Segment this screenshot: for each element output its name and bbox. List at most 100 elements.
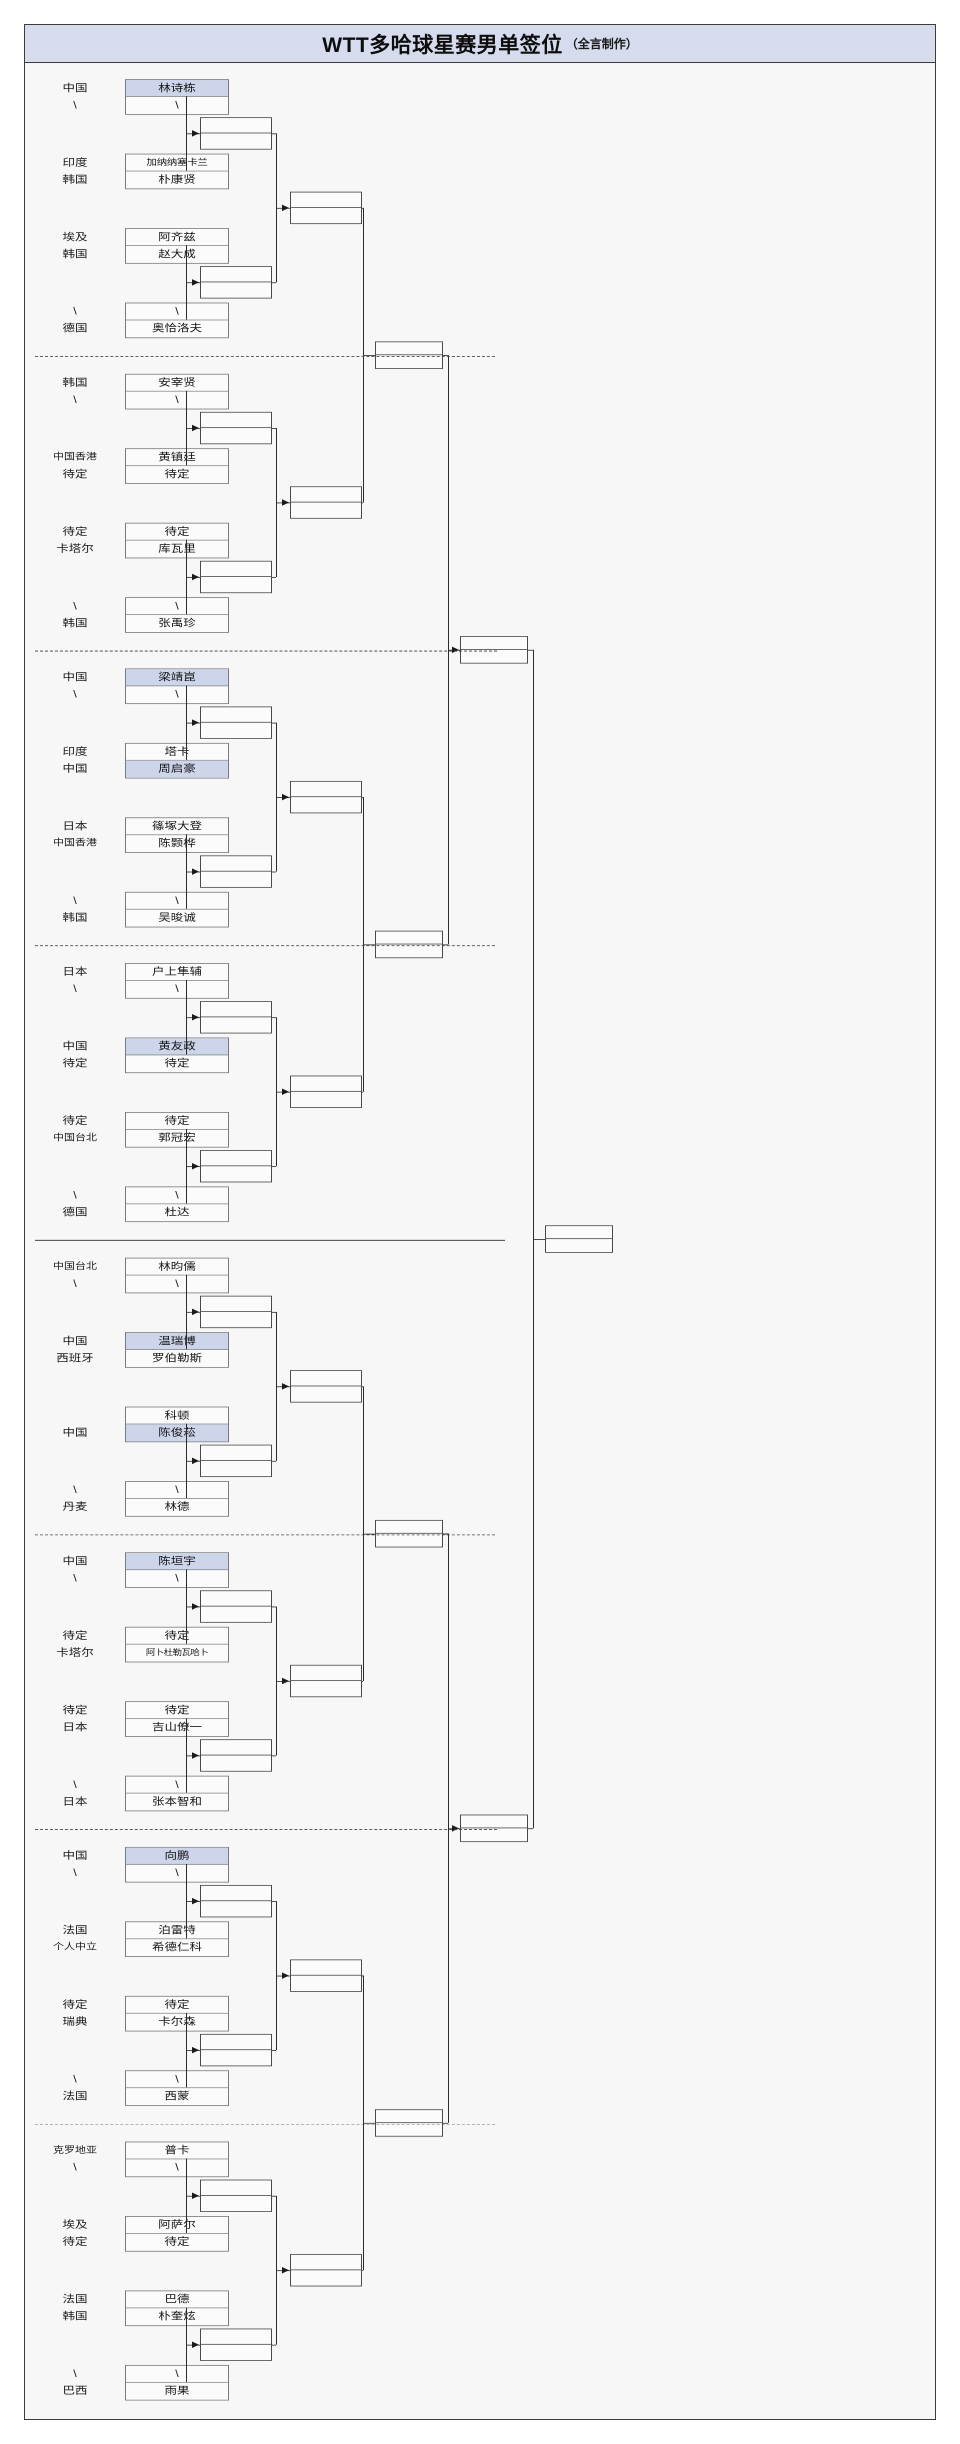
player-slot[interactable]: \ — [126, 1777, 228, 1794]
match-box[interactable]: 黄友政待定 — [125, 1037, 229, 1074]
player-slot[interactable]: 黄镇廷 — [126, 449, 228, 467]
player-slot[interactable]: 温瑞博 — [126, 1332, 228, 1350]
player-slot[interactable]: 加纳纳塞卡兰 — [126, 154, 228, 172]
player-slot[interactable]: 泊雷特 — [126, 1922, 228, 1940]
round3-box[interactable] — [290, 191, 362, 225]
player-slot[interactable]: \ — [126, 598, 228, 616]
player-slot[interactable]: 巴德 — [126, 2291, 228, 2309]
player-slot[interactable]: 黄友政 — [126, 1038, 228, 1056]
match-box[interactable]: 林诗栋 \ — [125, 79, 229, 115]
player-slot[interactable]: \ — [175, 688, 179, 701]
player-slot[interactable]: 陈垣宇 — [126, 1553, 228, 1571]
round5-box[interactable] — [460, 636, 528, 664]
player-slot[interactable]: 普卡 — [126, 2142, 228, 2160]
player-slot[interactable]: 安宰贤 — [126, 375, 228, 392]
player-slot[interactable]: 周启豪 — [126, 760, 228, 778]
player-slot[interactable]: \ — [126, 2366, 228, 2383]
player-slot[interactable]: 张禹珍 — [158, 617, 196, 629]
player-slot[interactable]: \ — [126, 893, 228, 910]
round2-box[interactable] — [200, 1739, 272, 1772]
round2-box[interactable] — [200, 1001, 272, 1034]
match-box[interactable]: 塔卡周启豪 — [125, 742, 229, 779]
player-slot[interactable]: 雨果 — [164, 2385, 190, 2397]
match-box[interactable]: \西蒙 — [125, 2070, 229, 2106]
match-box[interactable]: 泊雷特希德仁科 — [125, 1921, 229, 1958]
round2-box[interactable] — [200, 1295, 272, 1329]
round5-box[interactable] — [460, 1814, 528, 1843]
round2-box[interactable] — [200, 1884, 272, 1918]
round3-box[interactable] — [290, 1370, 362, 1403]
player-slot[interactable]: \ — [175, 2161, 179, 2174]
match-box[interactable]: 黄镇廷待定 — [125, 448, 229, 484]
round3-box[interactable] — [290, 486, 362, 519]
player-slot[interactable]: 杜达 — [164, 1206, 190, 1219]
match-box[interactable]: 阿齐兹赵大成 — [125, 228, 229, 264]
match-box[interactable]: 陈垣宇\ — [125, 1552, 229, 1588]
player-slot[interactable]: 阿齐兹 — [126, 229, 228, 246]
player-slot[interactable]: 朴康贤 — [158, 173, 196, 186]
match-box[interactable]: 阿萨尔待定 — [125, 2216, 229, 2252]
player-slot[interactable]: 待定 — [164, 2236, 190, 2248]
player-slot[interactable]: 待定 — [126, 1702, 228, 1720]
round2-box[interactable] — [200, 411, 272, 445]
match-box[interactable]: \张本智和 — [125, 1775, 229, 1812]
player-slot[interactable]: \ — [126, 1482, 228, 1499]
round3-box[interactable] — [290, 1075, 362, 1108]
player-slot[interactable]: 吴晙诚 — [158, 912, 196, 924]
round2-box[interactable] — [200, 560, 272, 594]
player-slot[interactable]: 陈颢桦 — [158, 837, 196, 849]
match-box[interactable]: 普卡\ — [125, 2141, 229, 2178]
player-slot[interactable]: 向鹏 — [126, 1847, 228, 1865]
player-slot[interactable]: 待定 — [126, 1997, 228, 2014]
player-slot[interactable]: \ — [175, 1572, 179, 1584]
round4-box[interactable] — [375, 2109, 443, 2137]
round2-box[interactable] — [200, 706, 272, 739]
round2-box[interactable] — [200, 855, 272, 888]
player-slot[interactable]: 库瓦里 — [158, 542, 196, 555]
player-slot[interactable]: 篠塚大登 — [126, 818, 228, 836]
player-slot[interactable]: 奥恰洛夫 — [151, 322, 202, 335]
match-box[interactable]: 加纳纳塞卡兰朴康贤 — [125, 153, 229, 190]
player-slot[interactable]: 卡尔森 — [158, 2016, 196, 2028]
player-slot[interactable]: \ — [126, 1187, 228, 1205]
match-box[interactable]: 待定吉山僚一 — [125, 1701, 229, 1737]
player-slot[interactable]: 科顿 — [126, 1407, 228, 1425]
round2-box[interactable] — [200, 2328, 272, 2361]
player-slot[interactable]: 梁靖崑 — [126, 669, 228, 687]
player-slot[interactable]: 塔卡 — [126, 744, 228, 761]
round3-box[interactable] — [290, 1959, 362, 1992]
round4-box[interactable] — [375, 1519, 443, 1548]
round4-box[interactable] — [375, 341, 443, 369]
match-box[interactable]: 户上隼辅 \ — [125, 963, 229, 999]
round4-box[interactable] — [375, 930, 443, 959]
player-slot[interactable]: 郭冠宏 — [158, 1132, 196, 1144]
round2-box[interactable] — [200, 1444, 272, 1478]
player-slot[interactable]: 阿萨尔 — [126, 2217, 228, 2234]
player-slot[interactable]: 待定 — [126, 524, 228, 541]
round3-box[interactable] — [290, 780, 362, 814]
player-slot[interactable]: \ — [175, 983, 179, 995]
player-slot[interactable]: \ — [175, 99, 179, 111]
match-box[interactable]: \张禹珍 — [125, 597, 229, 633]
match-box[interactable]: \奥恰洛夫 — [125, 302, 229, 339]
round3-box[interactable] — [290, 1664, 362, 1698]
player-slot[interactable]: \ — [126, 303, 228, 321]
player-slot[interactable]: 林诗栋 — [126, 79, 228, 97]
player-slot[interactable]: 西蒙 — [164, 2090, 190, 2102]
player-slot[interactable]: 阿卜杜勒瓦哈卜 — [145, 1648, 209, 1658]
match-box[interactable]: 待定郭冠宏 — [125, 1111, 229, 1148]
round2-box[interactable] — [200, 266, 272, 299]
match-box[interactable]: 待定库瓦里 — [125, 522, 229, 559]
match-box[interactable]: 科顿陈俊菘 — [125, 1406, 229, 1443]
player-slot[interactable]: 林德 — [164, 1501, 190, 1513]
match-box[interactable]: 安宰贤\ — [125, 373, 229, 410]
player-slot[interactable]: 赵大成 — [158, 248, 196, 260]
player-slot[interactable]: 林昀儒 — [126, 1258, 228, 1276]
player-slot[interactable]: 户上隼辅 — [126, 964, 228, 981]
final-box[interactable] — [545, 1225, 613, 1253]
round2-box[interactable] — [200, 117, 272, 150]
match-box[interactable]: 林昀儒\ — [125, 1257, 229, 1294]
match-box[interactable]: \ 吴晙诚 — [125, 891, 229, 928]
player-slot[interactable]: 朴奎炫 — [158, 2310, 196, 2323]
player-slot[interactable]: 待定 — [164, 1057, 190, 1070]
